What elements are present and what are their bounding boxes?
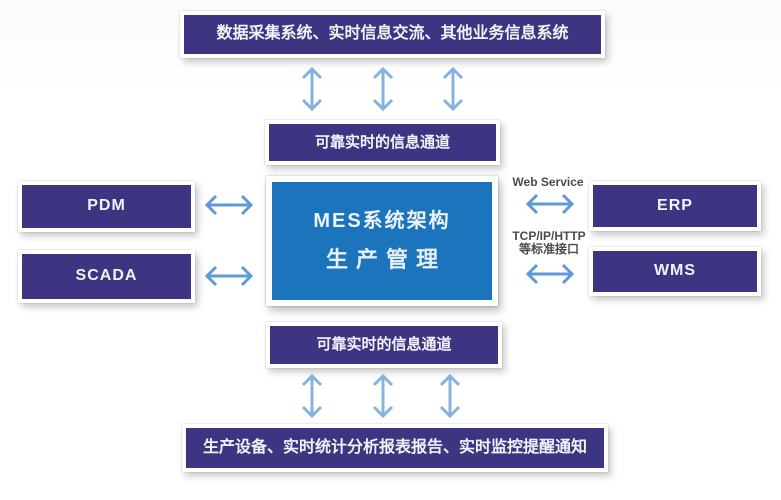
channel-top-label: 可靠实时的信息通道 xyxy=(314,133,450,151)
tcp-interface-line2: 等标准接口 xyxy=(518,242,579,256)
double-arrow-vertical-icon xyxy=(442,66,464,112)
double-arrow-vertical-icon xyxy=(439,373,461,419)
top-systems-label: 数据采集系统、实时信息交流、其他业务信息系统 xyxy=(216,25,569,43)
double-arrow-horizontal-icon xyxy=(204,265,254,287)
web-service-label: Web Service xyxy=(512,175,584,189)
tcp-interface-label: TCP/IP/HTTP 等标准接口 xyxy=(500,230,598,256)
channel-top-box: 可靠实时的信息通道 xyxy=(265,120,500,165)
channel-bottom-label: 可靠实时的信息通道 xyxy=(316,336,452,354)
bottom-outputs-label: 生产设备、实时统计分析报表报告、实时监控提醒通知 xyxy=(202,438,587,456)
top-systems-box: 数据采集系统、实时信息交流、其他业务信息系统 xyxy=(180,11,605,58)
mes-title: MES系统架构 xyxy=(313,209,451,232)
double-arrow-horizontal-icon xyxy=(525,263,575,285)
pdm-label: PDM xyxy=(87,197,126,215)
pdm-box: PDM xyxy=(18,181,195,232)
mes-center-box: MES系统架构 生产管理 xyxy=(266,176,498,306)
double-arrow-vertical-icon xyxy=(301,66,323,112)
wms-box: WMS xyxy=(589,247,761,296)
erp-box: ERP xyxy=(589,181,761,231)
mes-subtitle: 生产管理 xyxy=(325,246,446,272)
bottom-outputs-box: 生产设备、实时统计分析报表报告、实时监控提醒通知 xyxy=(182,424,608,472)
scada-box: SCADA xyxy=(18,250,195,303)
erp-label: ERP xyxy=(657,196,693,214)
double-arrow-horizontal-icon xyxy=(525,193,575,215)
tcp-interface-line1: TCP/IP/HTTP xyxy=(512,229,586,243)
channel-bottom-box: 可靠实时的信息通道 xyxy=(266,322,502,368)
double-arrow-vertical-icon xyxy=(301,373,323,419)
double-arrow-horizontal-icon xyxy=(204,194,254,216)
scada-label: SCADA xyxy=(75,267,138,285)
double-arrow-vertical-icon xyxy=(372,66,394,112)
wms-label: WMS xyxy=(653,262,697,280)
double-arrow-vertical-icon xyxy=(372,373,394,419)
